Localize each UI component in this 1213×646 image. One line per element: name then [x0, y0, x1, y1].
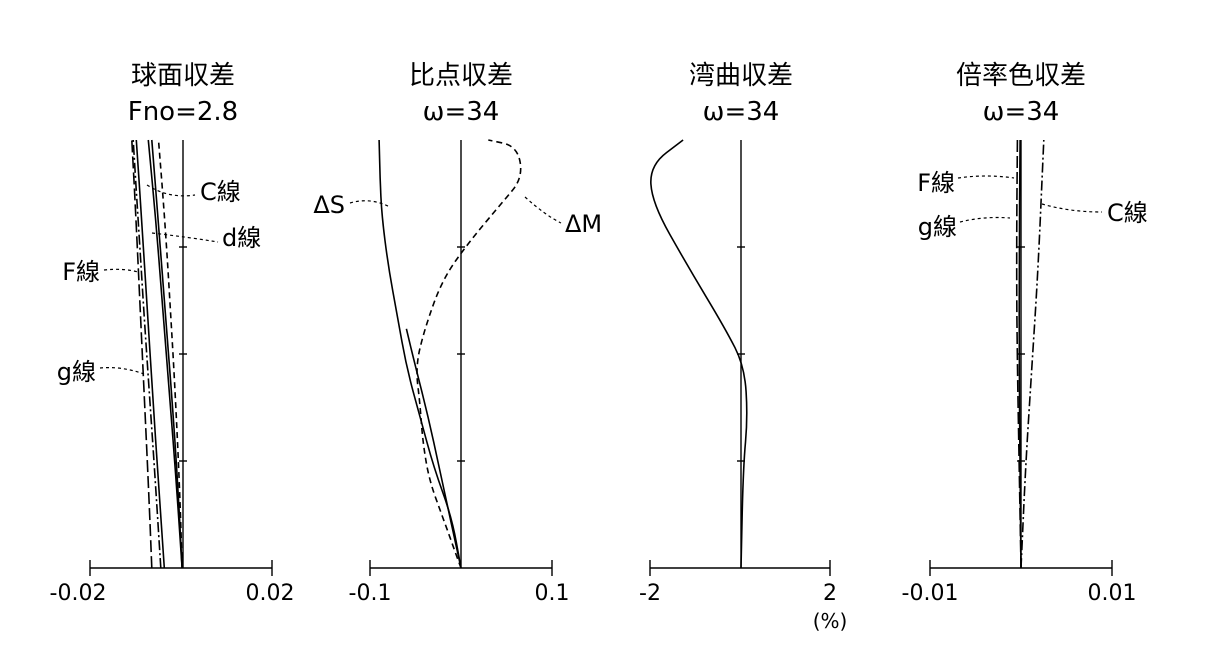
chart-title: 比点収差 [409, 61, 513, 91]
x-unit-label: (%) [813, 609, 848, 633]
legend-label: F線 [62, 258, 100, 286]
chart-subtitle: ω=34 [703, 97, 780, 127]
legend-leader [958, 176, 1014, 178]
legend-label: ΔM [565, 210, 602, 238]
x-tick-label-min: -0.02 [50, 581, 107, 606]
series-line-2 [417, 140, 521, 568]
legend-leader [147, 185, 195, 196]
legend-label: d線 [222, 224, 261, 252]
x-tick-label-max: 0.02 [246, 581, 295, 606]
x-tick-label-max: 0.01 [1088, 581, 1137, 606]
x-tick-label-min: -0.01 [902, 581, 959, 606]
chart-panel-1: 球面収差 Fno=2.8 -0.02 0.02 C線 d線 F線 g線 [50, 61, 295, 606]
chart-title: 湾曲収差 [689, 61, 793, 91]
x-tick-label-min: -0.1 [349, 581, 392, 606]
series-line-3 [406, 329, 461, 568]
chart-title: 倍率色収差 [956, 61, 1086, 91]
series-line-4 [132, 140, 152, 568]
legend-leader [104, 269, 138, 272]
chart-panel-2: 比点収差 ω=34 -0.1 0.1 ΔS ΔM [313, 61, 602, 606]
legend-leader [960, 218, 1010, 223]
series-line-1 [379, 140, 461, 568]
legend-leader [350, 201, 390, 207]
chart-subtitle: Fno=2.8 [128, 97, 238, 127]
legend-label: C線 [1107, 199, 1148, 227]
legend-label: g線 [57, 358, 96, 386]
x-tick-label-max: 0.1 [535, 581, 570, 606]
chart-title: 球面収差 [131, 61, 235, 91]
chart-panel-4: 倍率色収差 ω=34 -0.01 0.01 F線 g線 C線 [902, 61, 1148, 606]
chart-subtitle: ω=34 [423, 97, 500, 127]
chart-subtitle: ω=34 [983, 97, 1060, 127]
legend-leader [1042, 204, 1102, 212]
legend-label: F線 [917, 169, 955, 197]
series-line-1 [651, 140, 747, 568]
legend-leader [525, 197, 561, 223]
legend-label: ΔS [313, 191, 345, 219]
series-line-5 [148, 140, 182, 568]
x-tick-label-min: -2 [639, 581, 661, 606]
chart-panel-3: 湾曲収差 ω=34 -2 2 (%) [639, 61, 847, 633]
series-line-6 [136, 140, 164, 568]
legend-label: C線 [200, 178, 241, 206]
legend-leader [100, 368, 144, 374]
legend-leader [152, 233, 218, 242]
legend-label: g線 [918, 213, 957, 241]
x-tick-label-max: 2 [823, 581, 837, 606]
